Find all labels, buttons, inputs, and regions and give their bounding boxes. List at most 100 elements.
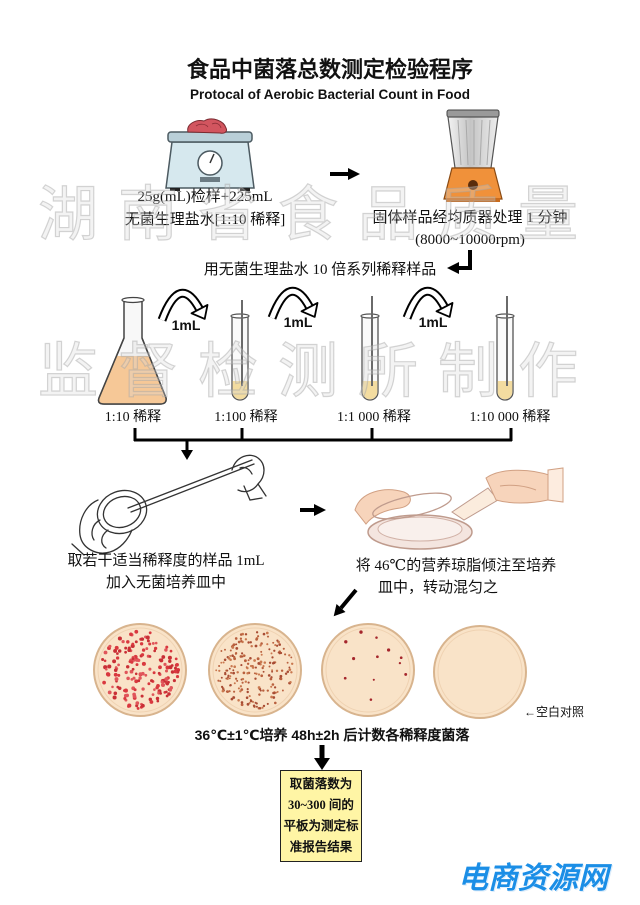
colony-dot — [271, 683, 275, 686]
colony-dot — [222, 687, 225, 690]
dilution-label-2: 1:100 稀释 — [214, 410, 278, 425]
colony-dot — [103, 650, 108, 655]
colony-dot — [132, 676, 136, 680]
colony-dot — [274, 644, 277, 647]
colony-dot — [263, 661, 267, 664]
colony-dot — [173, 669, 178, 674]
colony-dot — [275, 669, 279, 673]
colony-dot — [246, 666, 249, 670]
colony-dot — [286, 661, 289, 664]
balance-scale-illustration — [165, 118, 255, 191]
colony-dot — [240, 703, 244, 707]
colony-dot — [376, 655, 379, 659]
colony-dot — [404, 672, 408, 676]
colony-dot — [253, 672, 256, 675]
colony-dot — [344, 640, 348, 644]
colony-dot — [291, 662, 294, 665]
colony-dot — [267, 674, 271, 677]
colony-dot — [253, 659, 256, 662]
colony-dot — [257, 686, 261, 689]
arrow-right-1 — [330, 168, 360, 180]
colony-dot — [160, 682, 166, 688]
colony-dot — [220, 650, 223, 652]
colony-dot — [160, 680, 164, 684]
colony-dot — [262, 665, 265, 668]
colony-dot — [279, 674, 283, 678]
colony-dot — [230, 665, 233, 668]
colony-dot — [252, 704, 256, 708]
colony-dot — [372, 678, 375, 681]
colony-dot — [228, 677, 231, 680]
colony-dot — [282, 647, 285, 650]
colony-dot — [257, 635, 260, 638]
colony-dot — [126, 676, 130, 681]
colony-dot — [170, 664, 174, 667]
result-line-1: 取菌落数为 — [289, 777, 353, 791]
colony-dot — [260, 642, 263, 645]
colony-dot — [148, 655, 152, 658]
colony-dot — [399, 656, 403, 660]
colony-dot — [135, 701, 140, 705]
colony-dot — [240, 701, 244, 704]
colony-dot — [240, 664, 243, 667]
colony-dot — [220, 661, 223, 664]
colony-dot — [239, 690, 242, 693]
colony-dot — [121, 639, 125, 644]
colony-dot — [227, 676, 229, 679]
colony-dot — [152, 671, 156, 675]
test-tube-2 — [360, 296, 380, 401]
colony-dot — [158, 665, 162, 670]
step-sample-line-1: 25g(mL)检样+225mL — [137, 189, 273, 205]
colony-dot — [258, 706, 262, 710]
colony-dot — [266, 689, 269, 692]
colony-dot — [270, 695, 273, 699]
colony-dot — [112, 659, 117, 664]
colony-dot — [268, 648, 271, 651]
arrow-right-2 — [300, 504, 326, 516]
step-homogenize-line-2: (8000~10000rpm) — [415, 232, 525, 248]
colony-dot — [235, 646, 239, 650]
colony-dot — [218, 669, 221, 672]
colony-dot — [244, 633, 248, 636]
colony-dot — [278, 652, 281, 655]
colony-dot — [256, 657, 260, 661]
colony-dot — [270, 652, 273, 655]
colony-dot — [124, 670, 128, 675]
colony-dot — [276, 639, 279, 642]
colony-dot — [236, 679, 239, 682]
colony-dot — [107, 690, 112, 695]
colony-dot — [288, 666, 291, 669]
colony-dot — [163, 662, 167, 666]
colony-dot — [113, 691, 118, 696]
colony-dot — [261, 666, 264, 670]
colony-dot — [257, 673, 261, 676]
colony-dot — [352, 657, 356, 661]
colony-dot — [156, 683, 160, 688]
colony-dot — [145, 647, 149, 651]
colony-dot — [165, 694, 169, 698]
colony-dot — [174, 666, 177, 670]
colony-dot — [117, 649, 122, 653]
colony-dot — [260, 653, 263, 656]
colony-dot — [112, 695, 117, 700]
colony-dot — [273, 686, 277, 689]
colony-dot — [275, 644, 279, 647]
colony-dot — [153, 646, 158, 651]
colony-dot — [281, 689, 284, 692]
petri-dish-3 — [321, 623, 415, 717]
site-logo: 电商资源网 — [458, 861, 608, 896]
colony-dot — [116, 685, 120, 689]
colony-dot — [232, 696, 236, 699]
colony-dot — [153, 649, 157, 653]
petri-dish-1 — [93, 623, 187, 717]
colony-dot — [273, 649, 276, 652]
colony-dot — [140, 653, 145, 657]
colony-dot — [127, 703, 132, 708]
colony-dot — [257, 661, 261, 665]
colony-dot — [259, 644, 262, 647]
dilution-label-1: 1:10 稀释 — [104, 410, 162, 425]
colony-dot — [233, 665, 236, 668]
colony-dot — [141, 704, 145, 708]
colony-dot — [123, 693, 128, 698]
colony-dot — [375, 636, 378, 639]
